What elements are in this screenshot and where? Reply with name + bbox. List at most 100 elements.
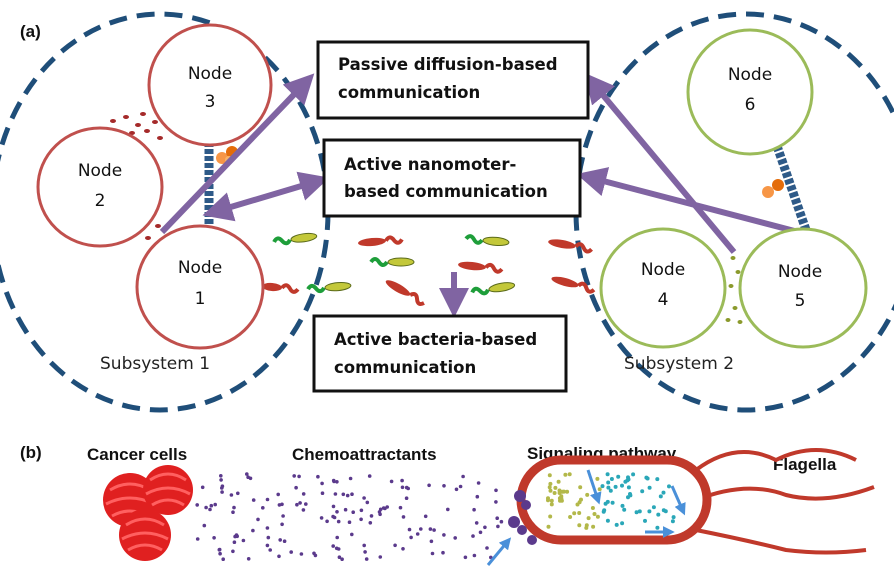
signaling-molecule — [567, 472, 572, 477]
chemoattractant-dot — [246, 557, 251, 561]
chemoattractant-dot — [281, 514, 285, 518]
chemoattractant-dot — [331, 514, 335, 519]
signaling-molecule — [591, 524, 596, 529]
chemoattractant-dot — [343, 507, 348, 512]
chemoattractant-dot — [432, 528, 436, 532]
chemoattractant-dot — [251, 498, 256, 502]
chemoattractant-dot — [299, 552, 304, 556]
chemoattractant-dot — [474, 521, 479, 525]
chemoattractant-dot — [334, 546, 339, 551]
receptors — [508, 490, 537, 545]
chemoattractant-dot — [362, 496, 366, 500]
box-passive-diffusion: Passive diffusion-based communication — [316, 40, 590, 120]
node-3-number: 3 — [205, 92, 216, 112]
chemoattractant-dot — [232, 540, 237, 544]
chemoattractant-dot — [495, 516, 500, 520]
signaling-molecule — [614, 522, 619, 527]
chemoattractant-dot — [428, 527, 433, 531]
signaling-molecule — [628, 493, 633, 498]
signaling-molecule — [548, 514, 553, 519]
chemoattractant-dot — [229, 493, 234, 497]
chemoattractant-dot — [221, 557, 225, 561]
signal-arrow — [586, 469, 602, 505]
chemoattractant-dot — [220, 484, 225, 489]
chemoattractant-dot — [320, 491, 325, 496]
chemoattractant-dot — [245, 472, 249, 476]
chemoattractant-dot — [292, 474, 297, 478]
signaling-molecule — [584, 525, 589, 530]
signaling-molecules — [546, 472, 676, 530]
subsystem-2-label: Subsystem 2 — [624, 354, 734, 374]
chemoattractant-dot — [251, 528, 255, 533]
signaling-molecule — [626, 485, 631, 490]
chemoattractant-dot — [359, 508, 364, 513]
chemoattractant-dot — [401, 547, 405, 551]
chemoattractant-dot — [362, 543, 367, 548]
chemoattractant-dot — [485, 546, 489, 550]
signaling-molecule — [616, 474, 621, 479]
chemoattractant-dot — [367, 474, 372, 478]
signaling-molecule — [626, 475, 630, 480]
box-bacteria-line1: Active bacteria-based — [334, 330, 537, 349]
chemoattractant-dot — [241, 538, 246, 543]
chemoattractant-dot — [268, 548, 273, 552]
arrow-node1-to-passive — [159, 73, 315, 235]
signaling-molecule — [606, 480, 611, 485]
receptor — [527, 535, 537, 545]
signaling-molecule — [565, 489, 570, 494]
chemoattractant-dot — [499, 519, 504, 524]
chemoattractant-dot — [246, 475, 250, 480]
chemoattractant-dot — [389, 479, 394, 484]
signaling-molecule — [637, 509, 642, 514]
signaling-molecule — [647, 509, 652, 514]
signaling-molecule — [663, 509, 668, 514]
chemoattractant-dot — [289, 550, 294, 554]
panel-b-label: (b) — [20, 443, 42, 462]
signaling-molecule — [655, 477, 660, 482]
signaling-molecule — [647, 485, 652, 490]
chemoattractant-dot — [407, 527, 412, 532]
chemoattractant-dot — [458, 484, 463, 489]
chemoattractant-dot — [478, 530, 483, 535]
chemoattractant-dot — [494, 500, 498, 504]
chemoattractant-dot — [461, 474, 465, 479]
microtubule-track-right — [772, 144, 811, 232]
box-nanomotor-line1: Active nanomoter- — [344, 155, 516, 174]
signaling-molecule — [547, 473, 552, 478]
node-2: Node 2 — [36, 126, 164, 248]
chemoattractant-dot — [234, 533, 239, 537]
signaling-molecule — [625, 478, 630, 483]
signal-arrow — [486, 537, 512, 566]
chemoattractant-dot — [400, 485, 405, 490]
chemoattractant-dot — [472, 553, 477, 558]
arrows — [159, 72, 807, 318]
signaling-molecule — [620, 503, 625, 508]
chemoattractant-dot — [441, 550, 445, 555]
subsystem-2-boundary — [573, 11, 894, 413]
chemoattractant-dot — [331, 544, 336, 548]
node-1-number: 1 — [195, 289, 206, 309]
chemoattractant-dot — [280, 502, 284, 507]
chemoattractant-dot — [369, 514, 374, 518]
label-cancer-cells: Cancer cells — [87, 445, 187, 464]
chemoattractant-dot — [278, 538, 283, 542]
signaling-molecule — [585, 492, 590, 497]
chemoattractant-dot — [301, 492, 306, 496]
label-chemoattractants: Chemoattractants — [292, 445, 437, 464]
signaling-molecule — [547, 485, 552, 490]
chemoattractant-dot — [347, 520, 352, 524]
chemoattractant-dot — [202, 523, 207, 528]
signaling-molecule — [620, 521, 625, 526]
node-4-number: 4 — [658, 290, 669, 310]
signaling-molecule — [608, 488, 613, 493]
panel-a-label: (a) — [20, 22, 41, 41]
chemoattractant-dots — [195, 472, 504, 561]
signaling-molecule — [546, 496, 550, 501]
chemoattractant-dot — [312, 551, 316, 556]
chemoattractant-dot — [266, 535, 271, 540]
chemoattractant-dot — [378, 555, 383, 559]
signaling-molecule — [548, 488, 553, 493]
chemoattractant-dot — [335, 480, 339, 484]
signaling-molecule — [671, 515, 676, 520]
